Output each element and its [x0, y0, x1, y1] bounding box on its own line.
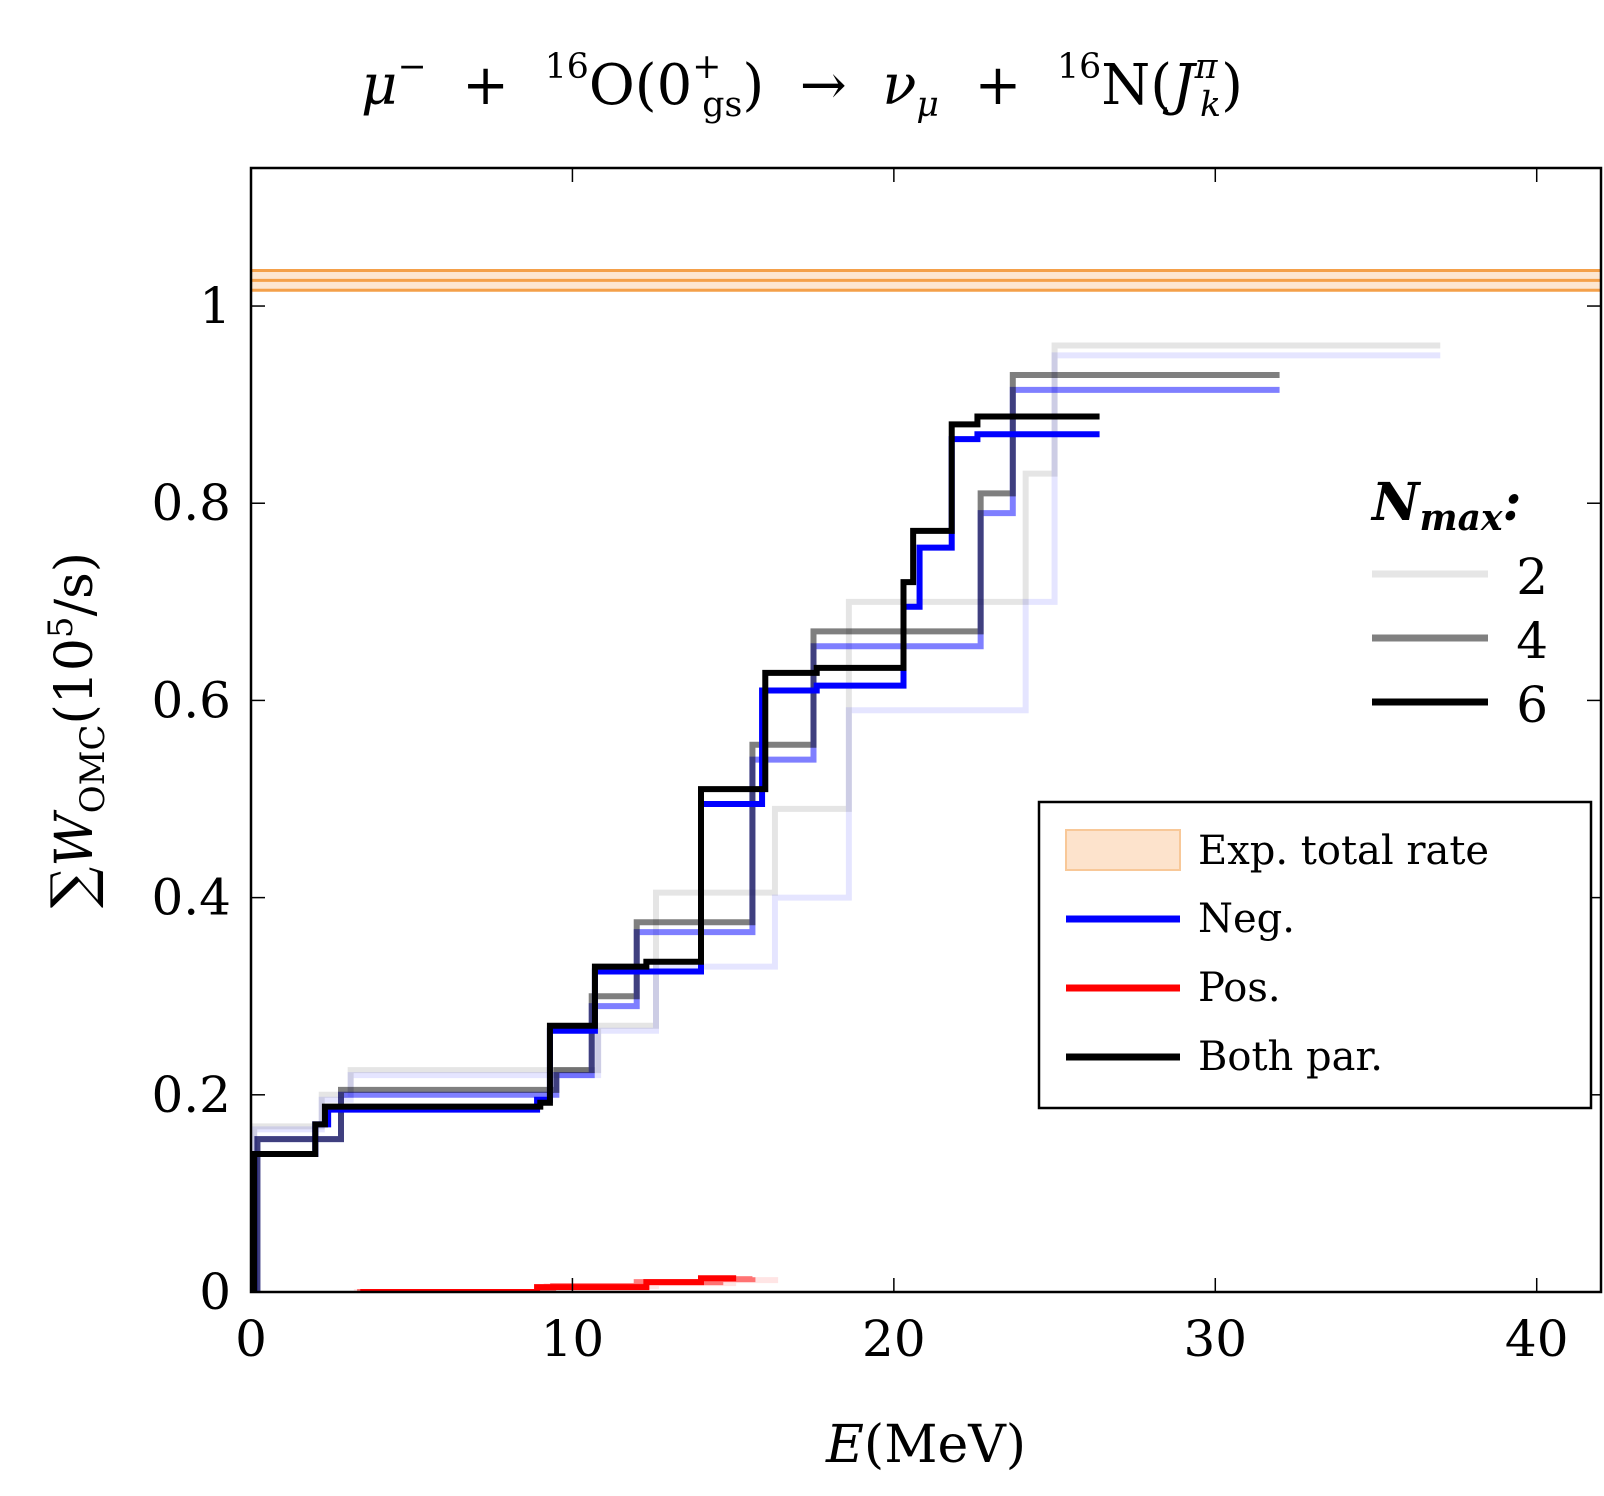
y-tick-label: 0.2: [151, 1066, 231, 1124]
nmax-legend-label-2: 2: [1516, 548, 1548, 606]
title-j: J: [1172, 53, 1195, 119]
title-plus-2: +: [974, 53, 1022, 119]
y-tick-label: 1: [199, 277, 231, 335]
x-tick-label: 40: [1505, 1310, 1569, 1368]
y-tick-label: 0.4: [151, 869, 231, 927]
legend-label-neg: Neg.: [1198, 896, 1295, 942]
title-o-parity: +: [692, 47, 722, 87]
x-axis-label: E(MeV): [825, 1415, 1026, 1475]
title-nu: ν: [882, 53, 917, 119]
nmax-legend-title: Nmax:: [1370, 472, 1522, 539]
title-plus-1: +: [462, 53, 510, 119]
nmax-legend-label-6: 6: [1516, 676, 1548, 734]
title-o-element: O(0: [588, 53, 693, 119]
series-neg-nmax-2: [251, 352, 1441, 1292]
nmax-legend-label-4: 4: [1516, 612, 1548, 670]
x-tick-label: 20: [862, 1310, 926, 1368]
legend-label-pos: Pos.: [1198, 965, 1281, 1011]
nmax-legend: Nmax: 2 4 6: [1370, 472, 1548, 734]
title-o-close: ): [742, 53, 765, 119]
legend-label-both: Both par.: [1198, 1034, 1383, 1080]
chart-title: μ− + 16O(0+gs) → νμ + 16N(Jπk): [0, 22, 1604, 125]
plot-frame: [249, 166, 1603, 1294]
title-n-mass: 16: [1057, 47, 1102, 87]
y-tick-label: 0.6: [151, 671, 231, 729]
series-layer: [251, 342, 1441, 1292]
title-j-parity: π: [1194, 47, 1218, 87]
title-mu: μ: [361, 53, 398, 119]
tick-layer: 0 10 20 30 40 0 0.2 0.4 0.6 0.8 1: [151, 168, 1601, 1368]
title-n-close: ): [1221, 53, 1243, 119]
title-n-element: N(: [1101, 53, 1173, 119]
y-tick-label: 0.8: [151, 474, 231, 532]
series-neg-nmax-6: [251, 431, 1100, 1292]
x-tick-label: 10: [541, 1310, 605, 1368]
legend-swatch-exp: [1065, 829, 1181, 871]
x-tick-label: 0: [235, 1310, 267, 1368]
title-nu-sub: μ: [916, 85, 939, 126]
y-axis-label: ∑WOMC(105/s): [38, 552, 113, 908]
parity-legend: Exp. total rate Neg. Pos. Both par.: [1037, 800, 1593, 1110]
title-o-gs: gs: [702, 85, 743, 126]
title-mu-charge: −: [397, 47, 427, 87]
legend-label-exp: Exp. total rate: [1198, 828, 1489, 874]
title-o-mass: 16: [544, 47, 589, 87]
title-arrow: →: [799, 53, 847, 119]
band-layer: [251, 269, 1601, 292]
title-j-index: k: [1200, 85, 1222, 126]
series-both-par-nmax-6: [251, 413, 1100, 1292]
series-both-par-nmax-4: [254, 372, 1280, 1292]
y-tick-label: 0: [199, 1263, 231, 1321]
series-pos-nmax-6: [360, 1275, 737, 1292]
x-tick-label: 30: [1183, 1310, 1247, 1368]
